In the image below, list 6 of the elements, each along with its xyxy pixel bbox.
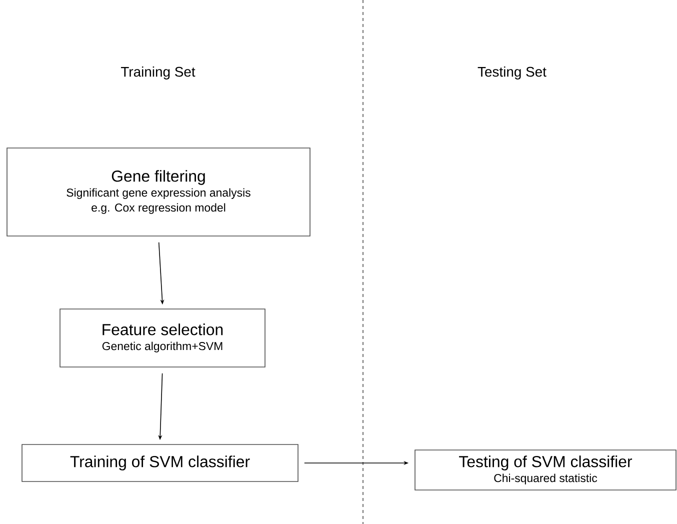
process-box: Training of SVM classifier — [22, 444, 298, 482]
process-box: Gene filtering Significant gene expression analysis e.g. Cox regression model — [6, 148, 310, 236]
column-heading: Training Set — [120, 66, 196, 80]
process-box: Feature selection Genetic algorithm+SVM — [60, 308, 266, 368]
process-box: Testing of SVM classifier Chi-squared statistic — [414, 450, 676, 490]
column-heading: Testing Set — [478, 66, 546, 80]
